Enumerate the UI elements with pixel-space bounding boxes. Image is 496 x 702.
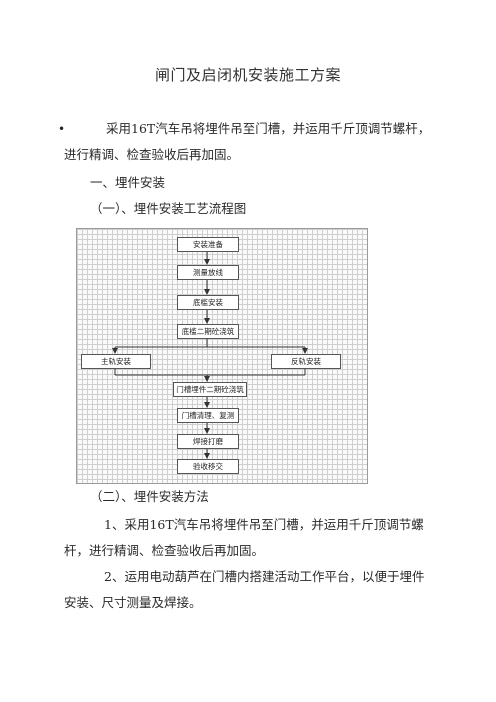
flow-step-sill-install: 底槛安装 <box>177 295 239 310</box>
item-2-line-1: 2、运用电动葫芦在门槽内搭建活动工作平台，以便于埋件 <box>104 569 425 584</box>
flowchart-connectors <box>112 250 308 459</box>
item-1-line-2: 杆，进行精调、检查验收后再加固。 <box>64 543 265 558</box>
flow-step-weld-grind: 焊接打磨 <box>177 434 239 449</box>
item-1-line-1: 1、采用16T汽车吊将埋件吊至门槽，并运用千斤顶调节螺 <box>104 517 424 532</box>
section-heading-1-1: （一）、埋件安装工艺流程图 <box>90 201 247 216</box>
flowchart: 安装准备 测量放线 底槛安装 底槛二期砼浇筑 主轨安装 反轨安装 门槽埋件二期砼… <box>76 228 368 484</box>
item-2-line-2: 安装、尺寸测量及焊接。 <box>64 595 202 610</box>
section-heading-1-2: （二）、埋件安装方法 <box>90 489 209 504</box>
intro-line-2: 进行精调、检查验收后再加固。 <box>64 147 240 162</box>
flow-step-clean-recheck: 门槽清理、复测 <box>177 408 239 423</box>
page-title: 闸门及启闭机安装施工方案 <box>154 66 341 84</box>
flow-step-prepare: 安装准备 <box>177 237 239 252</box>
flow-step-main-rail: 主轨安装 <box>81 354 151 369</box>
flow-step-sill-concrete: 底槛二期砼浇筑 <box>177 324 239 339</box>
section-heading-1: 一、埋件安装 <box>90 175 166 190</box>
flow-step-slot-concrete: 门槽埋件二期砼浇筑 <box>173 382 247 397</box>
flow-step-survey: 测量放线 <box>177 265 239 280</box>
bullet-icon: • <box>58 122 66 136</box>
flow-step-reverse-rail: 反轨安装 <box>271 354 341 369</box>
intro-line-1: 采用16T汽车吊将埋件吊至门槽，并运用千斤顶调节螺杆， <box>106 121 431 136</box>
flow-step-acceptance: 验收移交 <box>177 459 239 474</box>
